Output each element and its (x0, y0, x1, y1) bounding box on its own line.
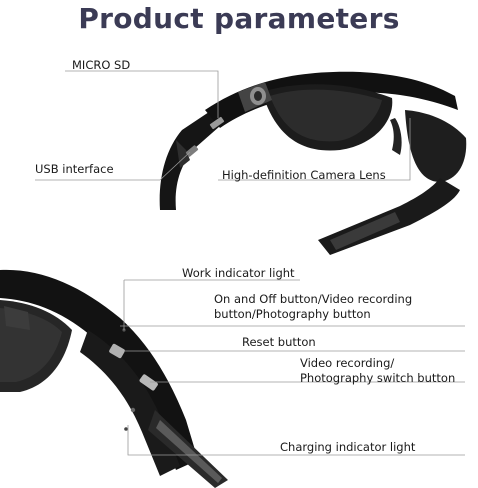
callout-camera-lens: High-definition Camera Lens (222, 168, 386, 182)
callout-reset-button: Reset button (242, 335, 316, 349)
callout-line-micro-sd (65, 70, 219, 118)
callout-onoff-button: On and Off button/Video recording button… (214, 292, 413, 321)
callout-charging-indicator-light: Charging indicator light (280, 440, 416, 454)
glasses-top (159, 71, 467, 255)
callout-line-charging (127, 425, 465, 456)
glasses-bottom (0, 269, 228, 488)
callout-line-camera (218, 118, 411, 181)
page-title: Product parameters (78, 2, 400, 35)
callout-switch-button: Video recording/ Photography switch butt… (300, 356, 456, 385)
callout-lines (35, 70, 465, 456)
callout-work-indicator-light: Work indicator light (182, 266, 295, 280)
callout-usb-interface: USB interface (35, 162, 114, 176)
callout-line-usb (35, 151, 191, 181)
callout-micro-sd: MICRO SD (72, 58, 131, 72)
